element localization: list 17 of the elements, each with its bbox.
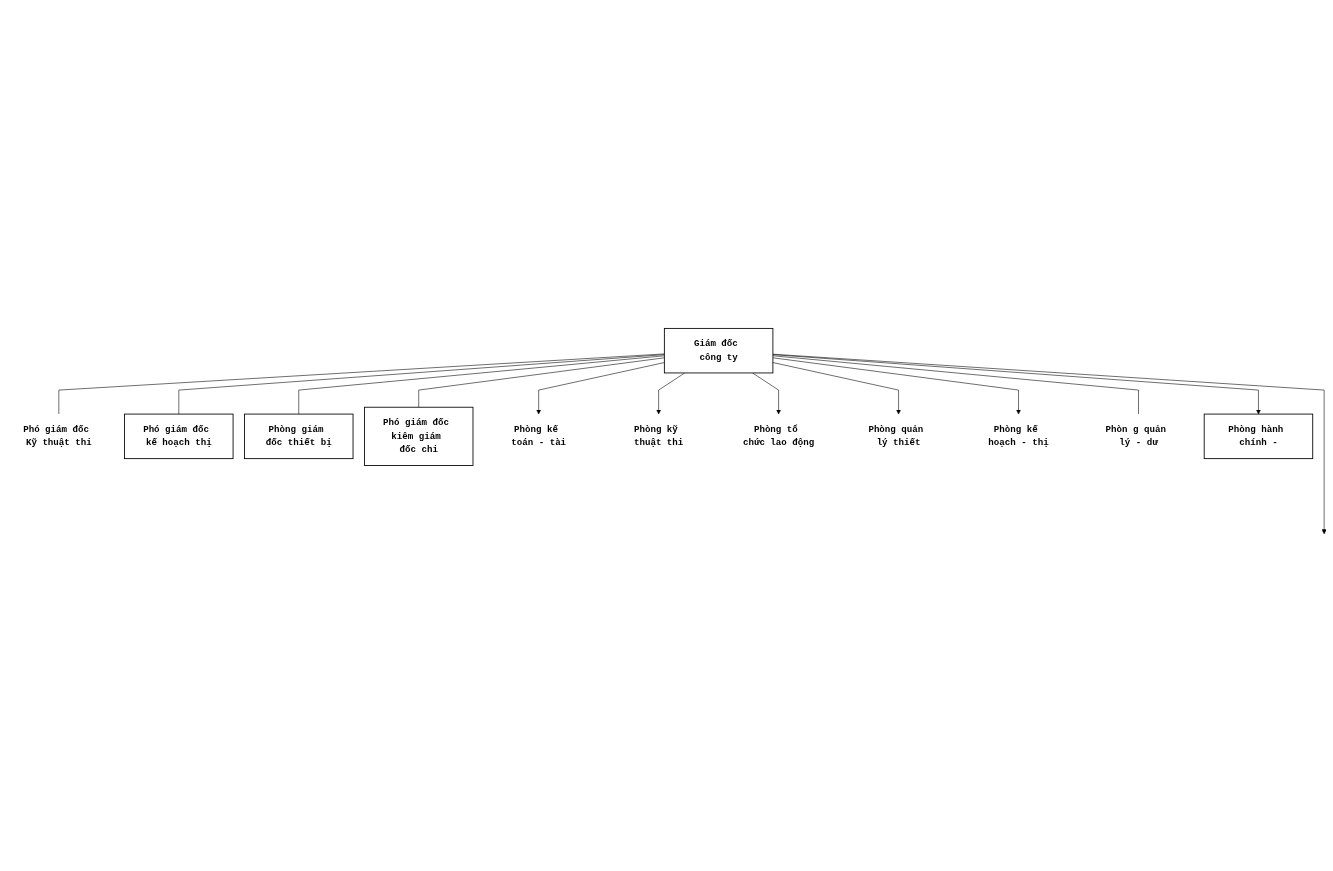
- node-box: Phó giám đốc kế hoạch thị: [124, 413, 234, 460]
- node-text: Phòng kỹ thuật thi: [633, 424, 684, 449]
- connector-line: [58, 353, 665, 415]
- connector-line: [418, 357, 665, 408]
- connector-line: [178, 354, 665, 415]
- node-box: Phòng hành chính -: [1203, 413, 1314, 460]
- node-box: Phó giám đốc kiêm giám đốc chi: [364, 406, 474, 466]
- connector-line: [772, 355, 1139, 415]
- node-text: Phòng kế hoạch - thị: [988, 424, 1049, 449]
- node-box: Giám đốc công ty: [663, 327, 774, 374]
- node-text: Phòn g quản lý - dư: [1105, 424, 1166, 449]
- node-text: Phó giám đốc Kỹ thuật thi: [23, 424, 92, 449]
- node-text: Phòng tổ chức lao động: [742, 424, 815, 449]
- node-text: Phòng quản lý thiết: [868, 424, 924, 449]
- connector-line: [298, 355, 665, 415]
- node-text: Phòng kế toán - tài: [511, 424, 567, 449]
- node-box: Phòng giám đốc thiết bị: [244, 413, 354, 460]
